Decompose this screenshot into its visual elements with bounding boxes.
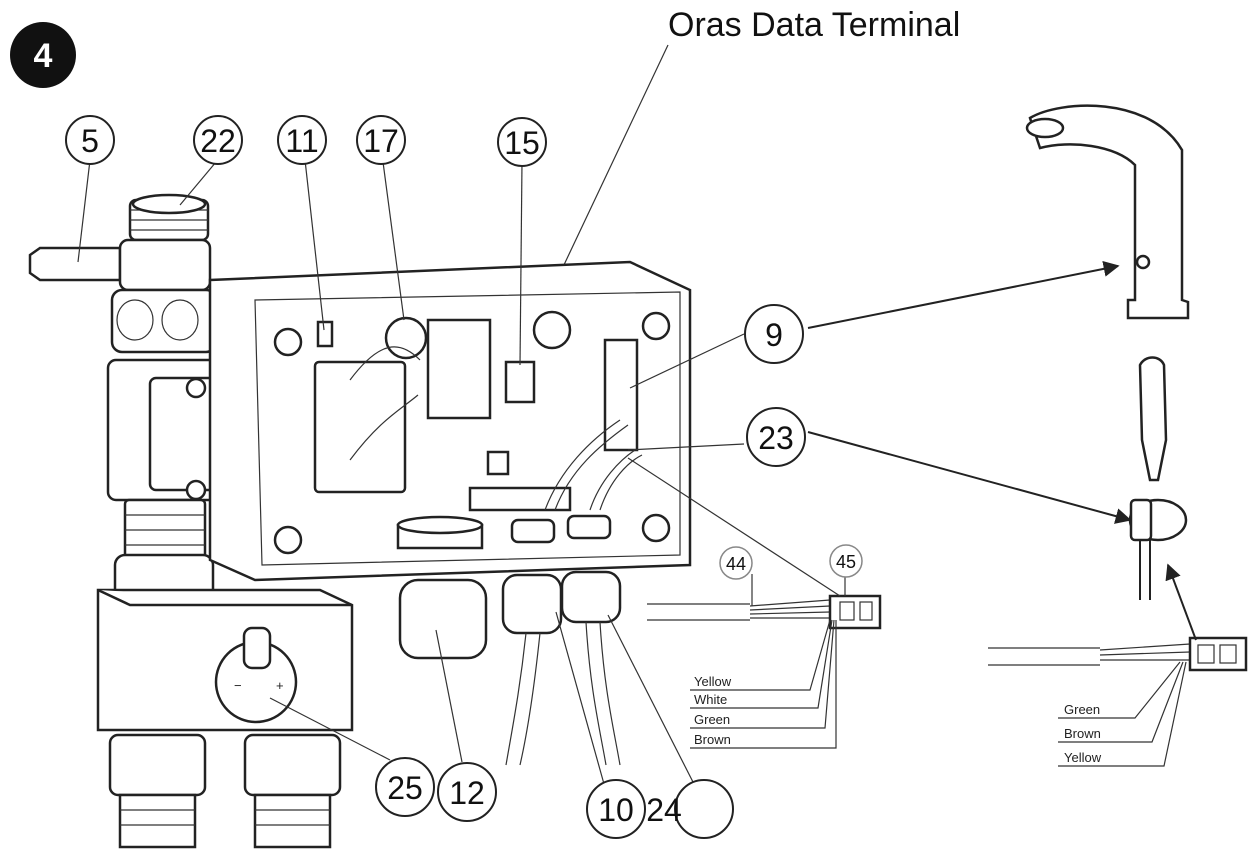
- callout-15: 15: [497, 117, 547, 167]
- connector-right-wire-labels: Green Brown Yellow: [1064, 702, 1102, 765]
- svg-text:45: 45: [836, 552, 856, 572]
- wire-label-brown-right: Brown: [1064, 726, 1101, 741]
- callout-23: 23: [746, 407, 806, 467]
- svg-text:44: 44: [726, 554, 746, 574]
- diagram-title: Oras Data Terminal: [668, 6, 960, 44]
- svg-text:23: 23: [758, 420, 794, 456]
- callout-17: 17: [356, 115, 406, 165]
- svg-text:25: 25: [387, 770, 423, 806]
- callout-12: 12: [437, 762, 497, 822]
- faucet-illustration: [1025, 104, 1190, 320]
- callout-9: 9: [744, 304, 804, 364]
- callout-25: 25: [375, 757, 435, 817]
- hand-shower-illustration: [1128, 356, 1188, 600]
- callout-10: 10: [586, 779, 646, 839]
- leader-lines: [77, 159, 1197, 785]
- wire-label-brown: Brown: [694, 732, 731, 747]
- svg-text:11: 11: [285, 123, 318, 159]
- svg-text:+: +: [276, 678, 284, 693]
- electronics-box: [208, 260, 692, 766]
- title-leader-line: [544, 44, 669, 306]
- callout-5: 5: [65, 115, 115, 165]
- wire-label-yellow: Yellow: [694, 674, 732, 689]
- svg-text:15: 15: [504, 125, 540, 161]
- wire-label-yellow-right: Yellow: [1064, 750, 1102, 765]
- svg-text:24: 24: [646, 792, 682, 828]
- callout-45: 45: [829, 544, 863, 578]
- connector-45-detail: [647, 594, 882, 749]
- callout-24: 24: [646, 779, 734, 839]
- svg-text:10: 10: [598, 792, 634, 828]
- svg-text:12: 12: [449, 775, 485, 811]
- callout-11: 11: [277, 115, 327, 165]
- connector-right-detail: [988, 636, 1248, 767]
- callout-22: 22: [193, 115, 243, 165]
- wire-label-white: White: [694, 692, 727, 707]
- wire-label-green-right: Green: [1064, 702, 1100, 717]
- svg-text:9: 9: [765, 317, 783, 353]
- connector-45-wire-labels: Yellow White Green Brown: [694, 674, 732, 747]
- svg-text:22: 22: [200, 123, 236, 159]
- wire-label-green: Green: [694, 712, 730, 727]
- svg-text:17: 17: [363, 123, 399, 159]
- step-number: 4: [34, 37, 53, 75]
- svg-text:−: −: [234, 678, 242, 693]
- callout-44: 44: [719, 546, 753, 580]
- step-badge: 4: [10, 22, 76, 88]
- svg-text:5: 5: [81, 123, 99, 159]
